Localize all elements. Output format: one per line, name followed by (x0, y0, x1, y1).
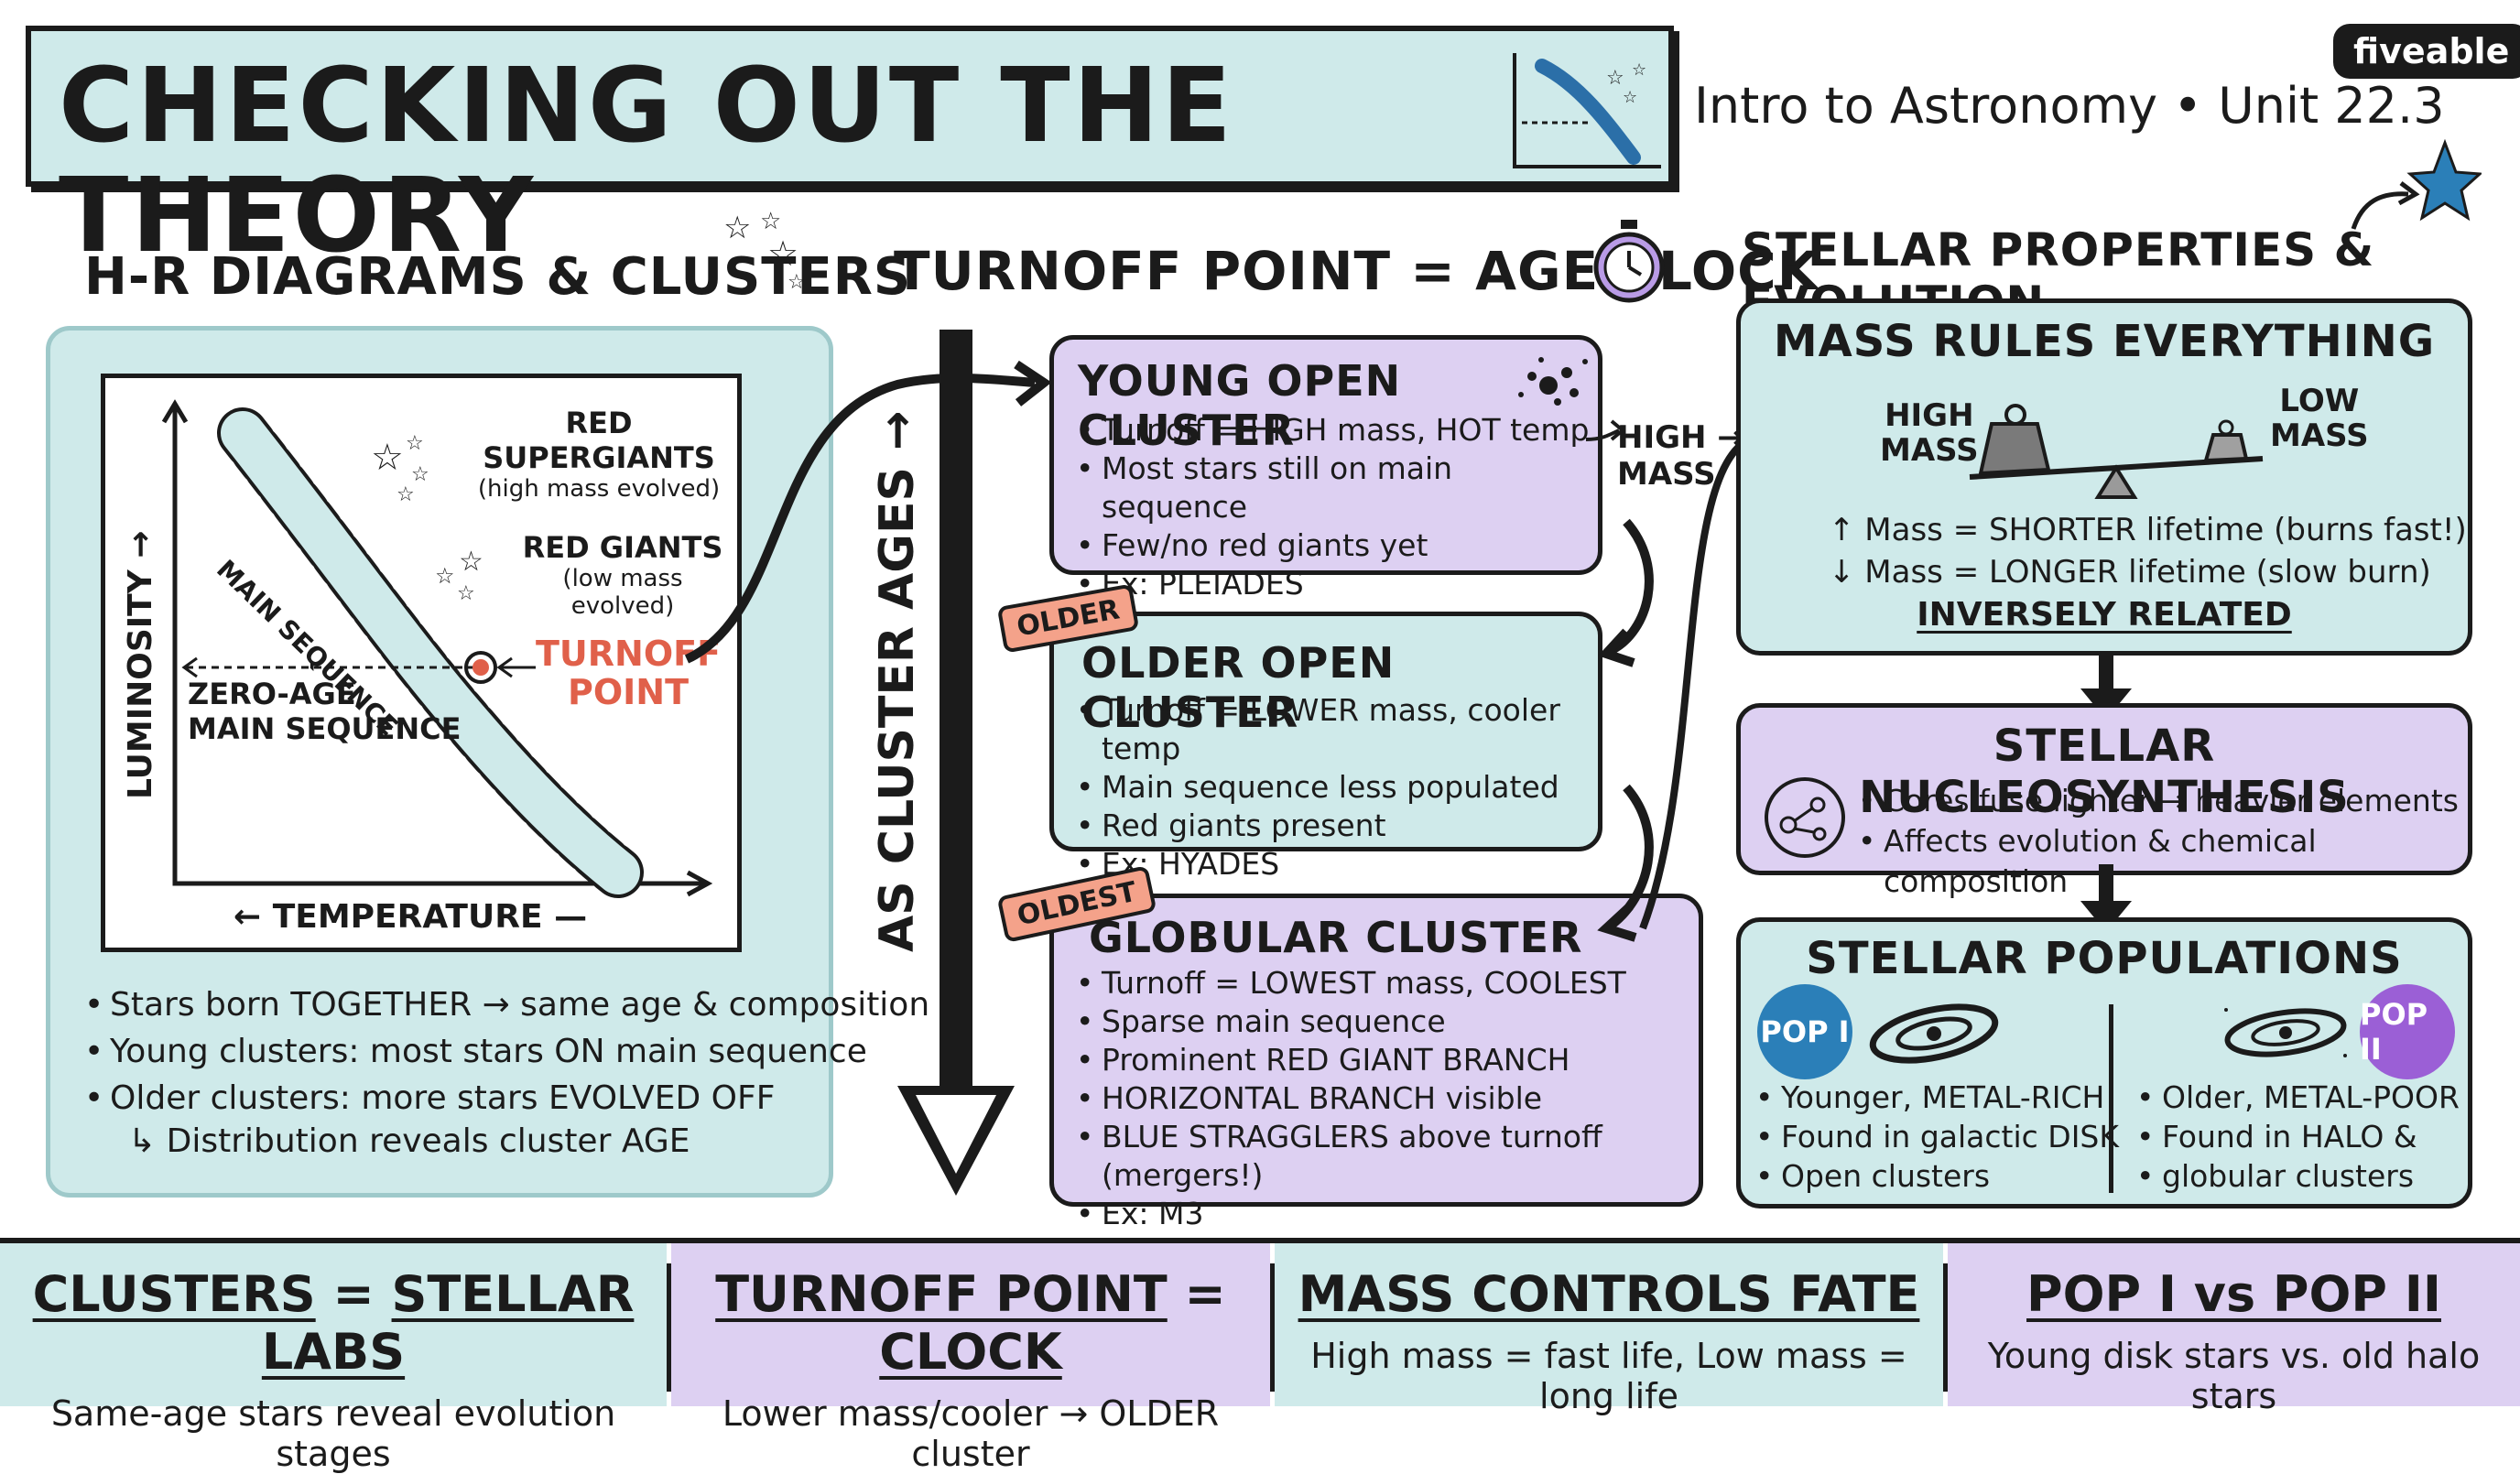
red-supergiants-label: RED SUPERGIANTS (high mass evolved) (477, 406, 721, 503)
stopwatch-icon (1593, 220, 1665, 303)
age-axis-label: AS CLUSTER AGES → (870, 410, 925, 952)
footer-divider (1943, 1263, 1948, 1392)
nucleo-items: Cores fuse lighter → heavier elements Af… (1858, 781, 2468, 902)
hr-section-heading: H-R DIAGRAMS & CLUSTERS (84, 247, 912, 307)
list-item: Young clusters: most stars ON main seque… (84, 1028, 929, 1075)
svg-text:☆: ☆ (371, 437, 404, 479)
pops-title: STELLAR POPULATIONS (1806, 933, 2403, 984)
cluster-title: GLOBULAR CLUSTER (1089, 913, 1583, 962)
svg-text:☆: ☆ (767, 233, 798, 274)
flow-arrows (1585, 419, 1752, 942)
turnoff-heading: TURNOFF POINT = AGE CLOCK (894, 240, 1819, 302)
mass-line-3: INVERSELY RELATED (1917, 596, 2292, 634)
pop1-badge: POP I (1757, 984, 1852, 1079)
cluster-items: Turnoff = LOWER mass, cooler temp Main s… (1076, 691, 1598, 883)
page-subtitle: Intro to Astronomy • Unit 22.3 (1694, 77, 2445, 135)
hr-diagram-icon: ☆ ☆ ☆ (1513, 53, 1661, 168)
hr-plot: ☆ ☆ ☆ ☆ ☆ ☆ ☆ (161, 399, 713, 898)
star-arrow-icon (2351, 138, 2482, 230)
svg-text:☆: ☆ (760, 208, 781, 235)
svg-text:☆: ☆ (1606, 67, 1624, 90)
mass-title: MASS RULES EVERYTHING (1773, 316, 2436, 367)
older-cluster-box: OLDER OPEN CLUSTER Turnoff = LOWER mass,… (1049, 612, 1602, 883)
svg-text:☆: ☆ (1623, 88, 1637, 107)
stars-icon: ☆ ☆ ☆ ☆ (723, 208, 806, 293)
title-banner: CHECKING OUT THE THEORY ☆ ☆ ☆ (26, 26, 1674, 271)
svg-text:☆: ☆ (396, 483, 415, 506)
cluster-items: Turnoff = LOWEST mass, COOLEST Sparse ma… (1076, 964, 1699, 1233)
svg-text:☆: ☆ (435, 563, 455, 589)
footer-cell-mass: MASS CONTROLS FATE High mass = fast life… (1275, 1243, 1943, 1416)
galaxy-icon (2224, 1008, 2347, 1057)
footer-divider (667, 1263, 671, 1392)
hr-bullets: Stars born TOGETHER → same age & composi… (84, 981, 929, 1122)
down-arrow (2080, 864, 2132, 932)
atom-network-icon (1765, 777, 1845, 858)
cluster-items: Turnoff = HIGH mass, HOT temp Most stars… (1076, 411, 1598, 603)
sub-bullet: ↳ Distribution reveals cluster AGE (128, 1122, 690, 1160)
list-item: Older clusters: more stars EVOLVED OFF (84, 1075, 929, 1122)
age-axis-arrow (897, 330, 1015, 1196)
svg-text:☆: ☆ (406, 432, 424, 455)
mass-line-1: ↑ Mass = SHORTER lifetime (burns fast!) (1829, 512, 2467, 548)
footer-cell-turnoff: TURNOFF POINT = CLOCK Lower mass/cooler … (671, 1243, 1270, 1474)
svg-text:☆: ☆ (1632, 60, 1646, 80)
hr-diagram: ☆ ☆ ☆ ☆ ☆ ☆ ☆ MAIN SEQUENCE LUMINOSITY →… (101, 374, 742, 952)
svg-text:☆: ☆ (723, 210, 751, 246)
globular-cluster-box: GLOBULAR CLUSTER Turnoff = LOWEST mass, … (1049, 894, 1703, 1233)
pop1-items: Younger, METAL-RICH Found in galactic DI… (1755, 1078, 2119, 1196)
svg-text:☆: ☆ (457, 582, 475, 605)
red-giants-label: RED GIANTS (low mass evolved) (522, 530, 723, 620)
pop2-badge: POP II (2360, 984, 2455, 1079)
page-title: CHECKING OUT THE THEORY (59, 47, 1234, 276)
fiveable-logo: fiveable (2333, 24, 2520, 79)
footer-divider (1270, 1263, 1275, 1392)
connector-arrow (684, 360, 1052, 664)
y-axis-label: LUMINOSITY → (122, 530, 159, 799)
star-cluster-icon (1518, 357, 1588, 406)
footer-cell-pops: POP I vs POP II Young disk stars vs. old… (1948, 1243, 2520, 1416)
seesaw-icon (1969, 404, 2264, 499)
svg-text:☆: ☆ (788, 271, 806, 293)
footer-rule (0, 1238, 2520, 1243)
high-mass-note: HIGH →MASS (1617, 419, 1743, 493)
mass-line-2: ↓ Mass = LONGER lifetime (slow burn) (1829, 554, 2431, 591)
svg-text:☆: ☆ (411, 463, 429, 486)
galaxy-icon (1869, 1003, 1999, 1064)
list-item: Stars born TOGETHER → same age & composi… (84, 981, 929, 1028)
footer-cell-clusters: CLUSTERS = STELLAR LABS Same-age stars r… (0, 1243, 667, 1474)
populations-box: STELLAR POPULATIONS POP I Younger, METAL… (1736, 917, 2472, 1208)
young-cluster-box: YOUNG OPEN CLUSTER Turnoff = HIGH mass, … (1049, 335, 1602, 603)
x-axis-label: ← TEMPERATURE — (234, 898, 588, 936)
nucleosynthesis-box: STELLAR NUCLEOSYNTHESIS Cores fuse light… (1736, 703, 2472, 899)
pop2-items: Older, METAL-POOR Found in HALO & globul… (2136, 1078, 2460, 1196)
svg-text:☆: ☆ (459, 546, 483, 578)
